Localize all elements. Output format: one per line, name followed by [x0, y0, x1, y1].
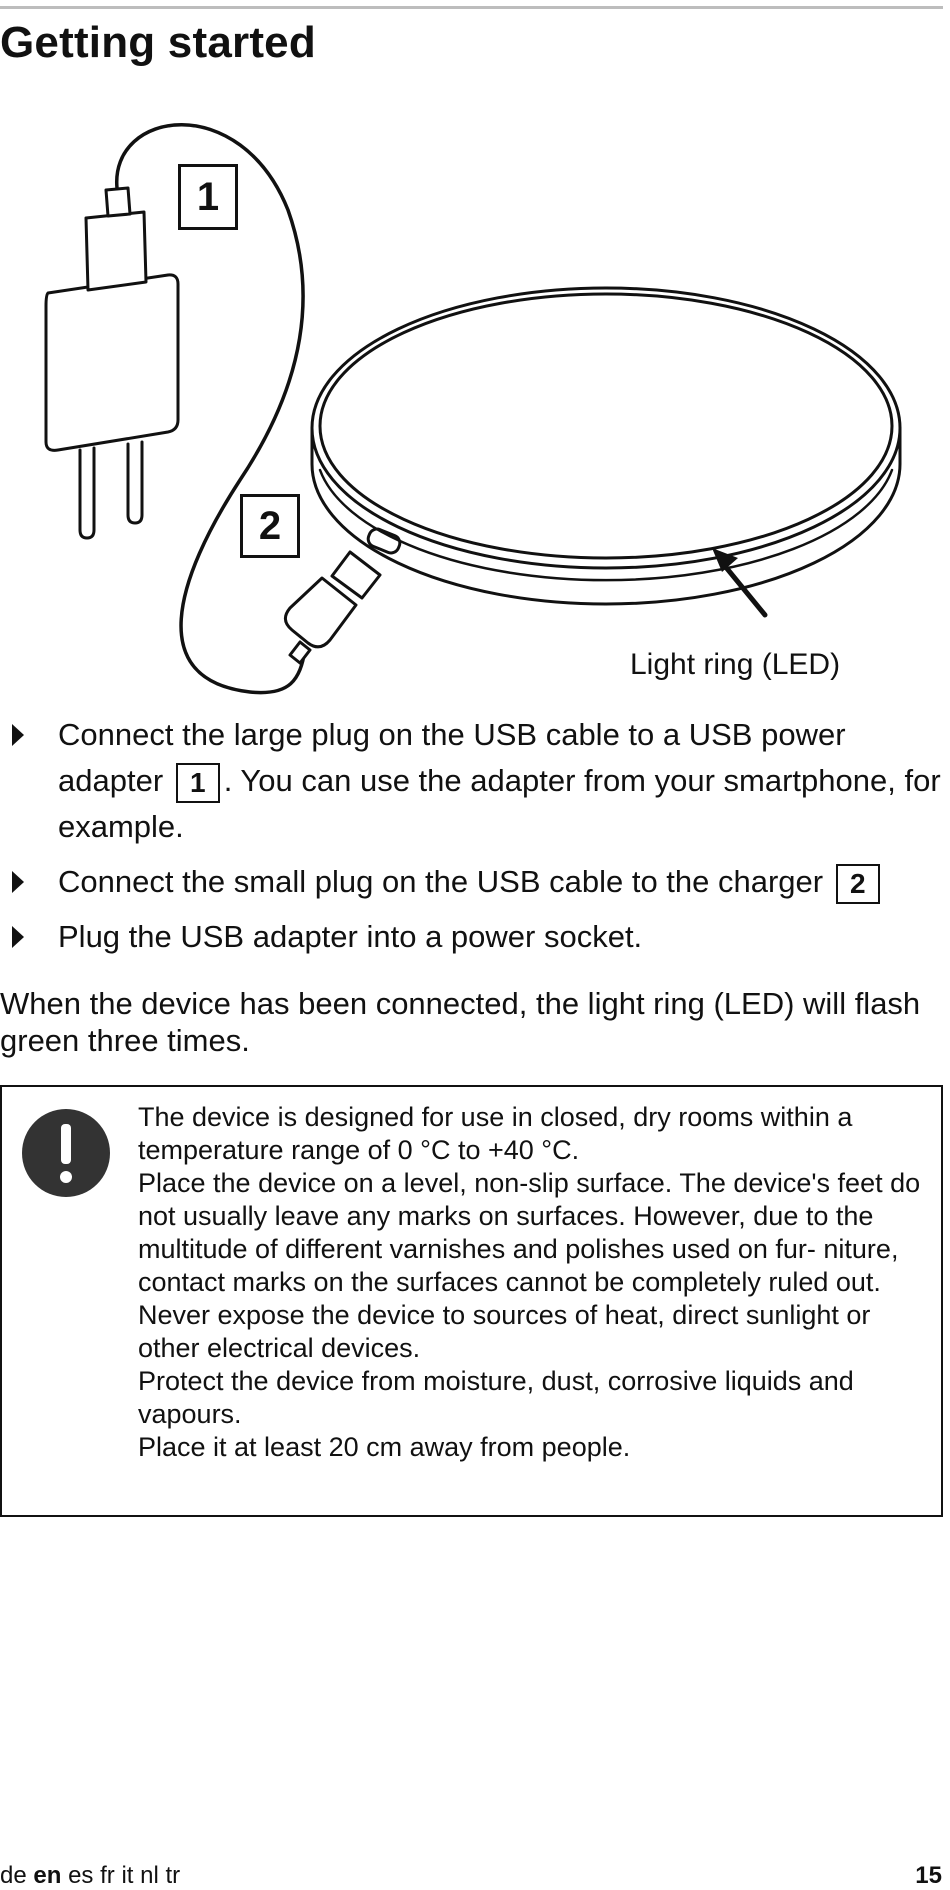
notice-text: The device is designed for use in closed…	[138, 1101, 928, 1464]
step-marker-icon	[12, 871, 24, 893]
step-text-after: . You can use the adapter from your smar…	[58, 763, 941, 844]
top-rule	[0, 6, 943, 9]
step-item: Connect the large plug on the USB cable …	[0, 712, 943, 850]
notice-line: Place the device on a level, non-slip su…	[138, 1168, 921, 1297]
step-text: Connect the large plug on the USB cable …	[58, 717, 846, 798]
step-item: Plug the USB adapter into a power socket…	[0, 914, 943, 960]
notice-line: Protect the device from moisture, dust, …	[138, 1366, 854, 1429]
usb-cable	[115, 123, 307, 695]
notice-box: The device is designed for use in closed…	[0, 1085, 943, 1517]
setup-steps: Connect the large plug on the USB cable …	[0, 712, 943, 969]
exclamation-icon	[22, 1109, 110, 1197]
language-es[interactable]: es	[68, 1862, 94, 1889]
page-number: 15	[915, 1862, 942, 1889]
language-nl[interactable]: nl	[140, 1862, 159, 1889]
led-arrow	[717, 557, 768, 618]
connection-paragraph: When the device has been connected, the …	[0, 986, 921, 1058]
step-text: Connect the small plug on the USB cable …	[58, 864, 824, 899]
language-de[interactable]: de	[0, 1862, 27, 1889]
language-it[interactable]: it	[121, 1862, 134, 1889]
notice-line: Place it at least 20 cm away from people…	[138, 1432, 631, 1462]
page-title: Getting started	[0, 18, 316, 67]
wireless-charger-pad	[310, 286, 902, 606]
language-fr[interactable]: fr	[100, 1862, 115, 1889]
language-en[interactable]: en	[33, 1862, 62, 1889]
step-text: Plug the USB adapter into a power socket…	[58, 919, 643, 954]
usb-power-adapter	[44, 186, 180, 540]
callout-2-box: 2	[240, 494, 300, 558]
notice-line: Never expose the device to sources of he…	[138, 1300, 871, 1363]
notice-line: The device is designed for use in closed…	[138, 1102, 853, 1165]
language-tr[interactable]: tr	[165, 1862, 181, 1889]
ref-box: 2	[835, 863, 880, 904]
ref-box: 1	[175, 762, 220, 803]
led-label: Light ring (LED)	[630, 648, 841, 681]
setup-illustration: 1 2 Light ring (LED)	[0, 120, 943, 710]
callout-1-box: 1	[178, 164, 238, 230]
step-marker-icon	[12, 724, 24, 746]
step-item: Connect the small plug on the USB cable …	[0, 859, 943, 905]
step-marker-icon	[12, 926, 24, 948]
language-list: de en es fr it nl tr	[0, 1862, 180, 1890]
charger-drawing	[44, 123, 902, 695]
usb-c-plug	[284, 550, 382, 665]
